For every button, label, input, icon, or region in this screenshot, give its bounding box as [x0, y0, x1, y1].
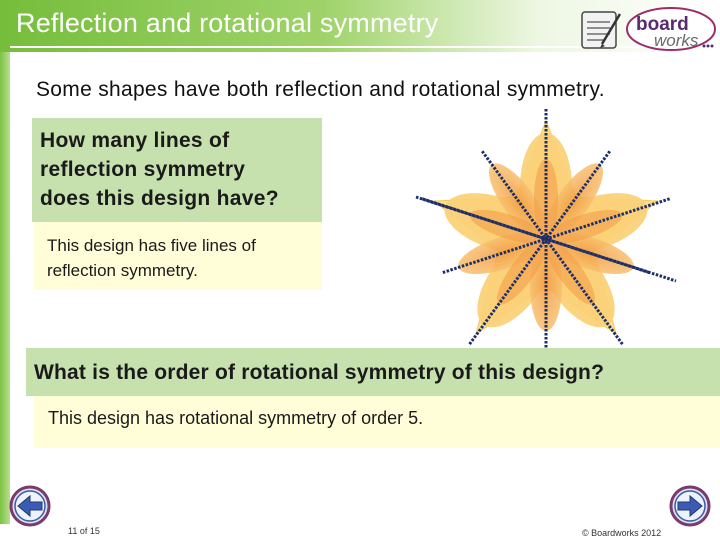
answer-1-text: This design has five lines of reflection… [47, 236, 256, 280]
next-slide-button[interactable] [668, 484, 712, 528]
question-1-box: How many lines of reflection symmetry do… [32, 118, 322, 222]
question-1-text: How many lines of reflection symmetry do… [40, 129, 279, 210]
arrow-right-icon [669, 485, 711, 527]
title-underline [10, 46, 720, 48]
question-2-text: What is the order of rotational symmetry… [34, 361, 605, 384]
slide-title: Reflection and rotational symmetry [16, 8, 439, 38]
boardworks-logo: board works [581, 7, 716, 51]
answer-2-box[interactable]: This design has rotational symmetry of o… [34, 396, 720, 448]
svg-text:works: works [654, 31, 699, 50]
intro-text: Some shapes have both reflection and rot… [36, 78, 605, 101]
symmetry-design [415, 109, 677, 349]
arrow-left-icon [9, 485, 51, 527]
answer-1-box[interactable]: This design has five lines of reflection… [34, 222, 322, 290]
left-frame [0, 0, 10, 540]
copyright-text: © Boardworks 2012 [582, 528, 662, 538]
footer-bar [0, 524, 720, 540]
title-bar: Reflection and rotational symmetry board… [0, 0, 720, 52]
page-number: 11 of 15 [68, 526, 100, 536]
svg-text:board: board [636, 14, 689, 35]
question-2-box: What is the order of rotational symmetry… [26, 348, 720, 396]
notepad-icon [581, 11, 622, 49]
previous-slide-button[interactable] [8, 484, 52, 528]
answer-2-text: This design has rotational symmetry of o… [48, 408, 424, 428]
